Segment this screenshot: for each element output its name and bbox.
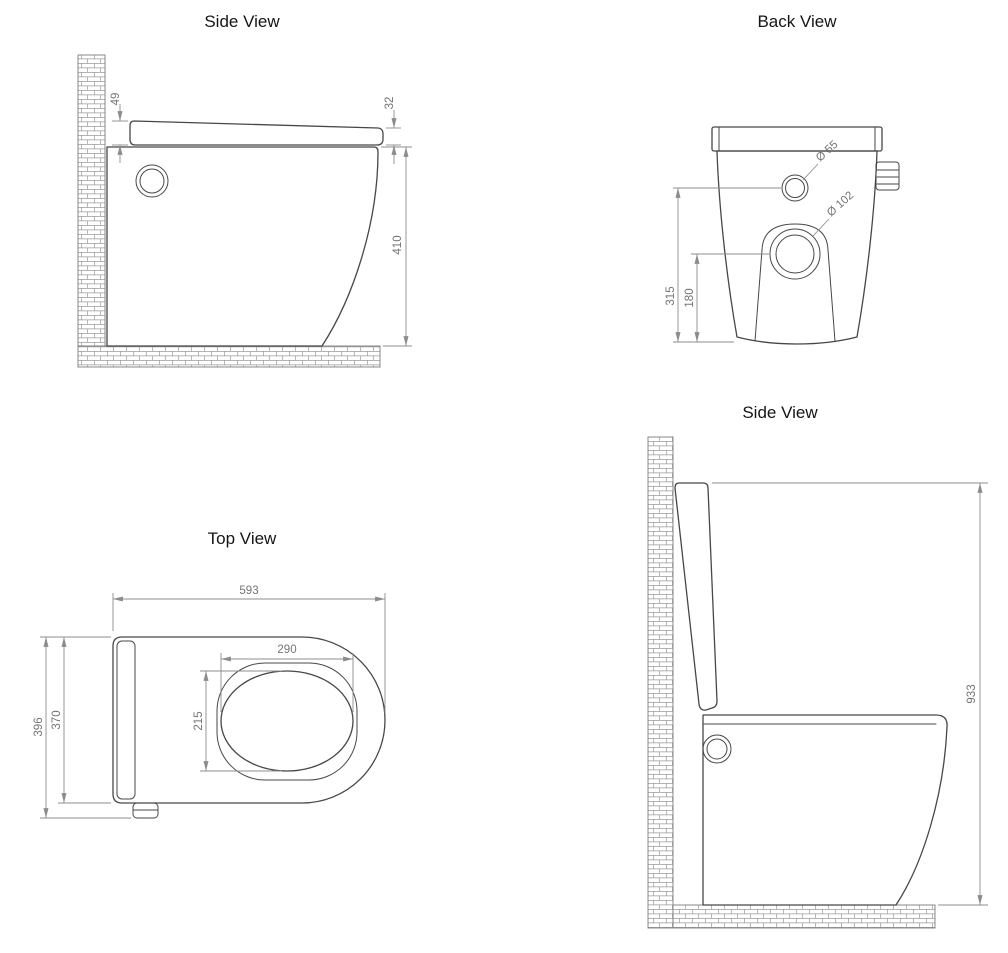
- dimension-49: 49: [110, 93, 128, 163]
- small-port-circle-outer: [781, 174, 809, 202]
- diameter-label: Ø 102: [825, 189, 856, 219]
- toilet-footprint-outline: [112, 636, 386, 804]
- outlet-circle-outer: [769, 228, 821, 280]
- dimension-410: 410: [381, 146, 412, 347]
- view-top: Top View 593 290 215: [33, 529, 386, 819]
- toilet-body-outline: [702, 714, 948, 906]
- toilet-back-body-outline: [716, 150, 878, 345]
- outlet-circle-inner: [775, 234, 815, 274]
- diameter-55-callout: Ø 55: [802, 139, 841, 181]
- diameter-102-callout: Ø 102: [812, 189, 856, 237]
- dimension-593: 593: [112, 585, 386, 713]
- dimension-label: 370: [51, 710, 63, 729]
- dimension-label: 49: [110, 93, 122, 106]
- flush-button-outer: [702, 734, 732, 764]
- flush-button-inner: [706, 738, 728, 760]
- toilet-body-outline: [106, 146, 379, 347]
- view-title: Top View: [208, 529, 277, 548]
- floor-hatch: [77, 345, 381, 368]
- dimension-370: 370: [40, 636, 111, 804]
- toilet-lid-outline: [129, 120, 384, 146]
- dimension-label: 396: [33, 717, 45, 736]
- dimension-32: 32: [384, 97, 401, 164]
- dimension-215: 215: [193, 670, 282, 772]
- trapway-arch-outline: [754, 223, 836, 342]
- small-port-circle-inner: [785, 178, 805, 198]
- wall-hatch: [77, 54, 106, 347]
- lid-hinge-strip: [116, 640, 136, 800]
- water-inlet-fitting: [875, 161, 900, 191]
- view-side-bottom: Side View 933: [647, 403, 988, 929]
- side-knob: [132, 802, 159, 819]
- dimension-396: 396: [33, 637, 131, 819]
- view-side-top: Side View 49 32 410: [77, 12, 412, 368]
- dimension-180: 180: [684, 253, 769, 342]
- view-title: Side View: [742, 403, 818, 422]
- floor-hatch: [672, 904, 936, 929]
- dimension-label: 32: [384, 97, 396, 110]
- dimension-label: 315: [665, 286, 677, 305]
- dimension-label: 933: [966, 684, 978, 703]
- dimension-label: 410: [392, 235, 404, 254]
- view-back: Back View Ø 55 Ø 102 315: [665, 12, 900, 345]
- flush-button-outer: [135, 164, 169, 198]
- flush-button-inner: [139, 168, 165, 194]
- wall-hatch: [647, 436, 674, 929]
- dimension-933: 933: [712, 482, 988, 906]
- dimension-label: 180: [684, 288, 696, 307]
- lid-top-bar: [711, 126, 883, 152]
- dimension-290: 290: [220, 644, 354, 712]
- seat-opening-outline: [216, 662, 358, 781]
- view-title: Back View: [757, 12, 837, 31]
- view-title: Side View: [204, 12, 280, 31]
- dimension-label: 290: [277, 644, 296, 656]
- dimension-label: 215: [193, 711, 205, 730]
- dimension-label: 593: [239, 585, 258, 597]
- raised-lid-outline: [674, 482, 718, 711]
- bowl-opening-ellipse: [220, 670, 354, 772]
- dimension-315: 315: [665, 187, 781, 343]
